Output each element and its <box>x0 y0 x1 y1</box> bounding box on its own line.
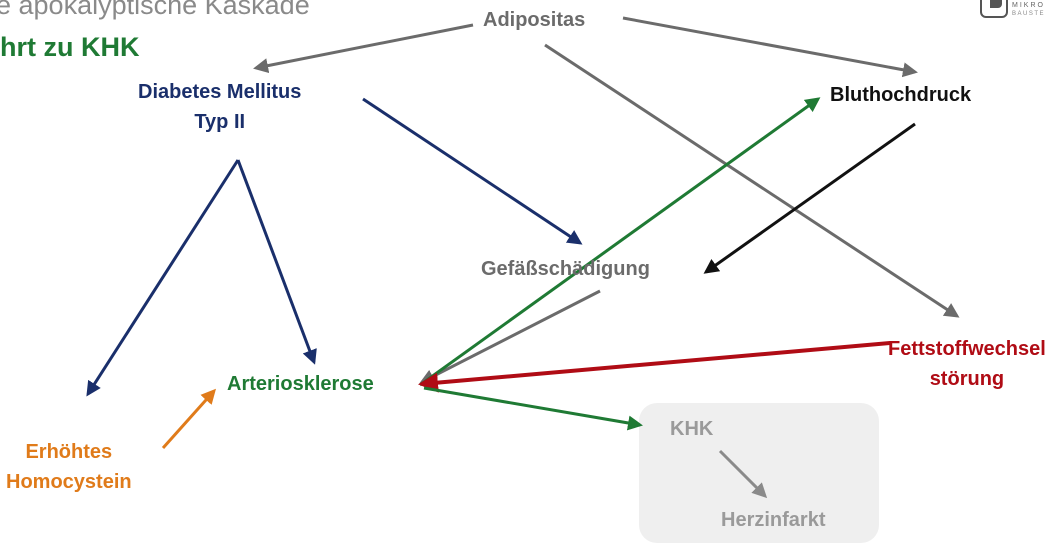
khk-highlight-box <box>639 403 879 543</box>
node-homocystein-line1: Erhöhtes <box>25 441 113 463</box>
node-adipositas: Adipositas <box>483 9 586 31</box>
arrow-homocystein-to-arteriosklerose <box>161 388 217 450</box>
arrow-gefaessschaedigung-to-arteriosklerose <box>419 289 601 384</box>
node-homocystein-line2: Homocystein <box>6 471 132 493</box>
arrow-diabetes-to-arteriosklerose <box>236 159 317 365</box>
arrow-bluthochdruck-to-gefaessschaedigung <box>703 122 916 274</box>
arrow-diabetes-to-gefaessschaedigung <box>362 97 583 245</box>
slide-title-line2: hrt zu KHK <box>0 32 140 62</box>
node-bluthochdruck: Bluthochdruck <box>830 84 972 106</box>
logo-mark-icon <box>980 0 1008 18</box>
slide-title-line1: e apokalyptische Kaskade <box>0 0 310 20</box>
logo: MIKRO BAUSTE <box>978 0 1063 28</box>
arrow-adipositas-to-diabetes <box>253 23 474 74</box>
arrow-arteriosklerose-to-bluthochdruck <box>419 97 821 387</box>
node-diabetes-mellitus: Diabetes Mellitus Typ II <box>138 77 301 137</box>
node-fettstoff-line1: Fettstoffwechsel <box>888 338 1046 360</box>
arrow-arteriosklerose-to-khk <box>423 386 643 431</box>
node-gefaessschaedigung: Gefäßschädigung <box>481 258 650 280</box>
node-erhoehtes-homocystein: Erhöhtes Homocystein <box>6 437 132 497</box>
arrow-khk-to-herzinfarkt <box>718 449 768 499</box>
arrow-fettstoffwechsel-to-arteriosklerose <box>418 341 891 393</box>
node-diabetes-line2: Typ II <box>194 111 246 133</box>
node-fettstoffwechselstoerung: Fettstoffwechsel störung <box>888 334 1046 394</box>
arrow-adipositas-to-fettstoffwechsel <box>544 43 960 318</box>
node-arteriosklerose: Arteriosklerose <box>227 373 374 395</box>
logo-text-line1: MIKRO <box>1012 2 1045 9</box>
node-khk: KHK <box>670 418 714 440</box>
node-diabetes-line1: Diabetes Mellitus <box>138 81 302 103</box>
arrow-adipositas-to-bluthochdruck <box>622 16 918 78</box>
arrow-diabetes-to-homocystein <box>86 159 240 397</box>
node-fettstoff-line2: störung <box>929 368 1005 390</box>
logo-text-line2: BAUSTE <box>1012 11 1046 17</box>
node-herzinfarkt: Herzinfarkt <box>721 509 826 531</box>
